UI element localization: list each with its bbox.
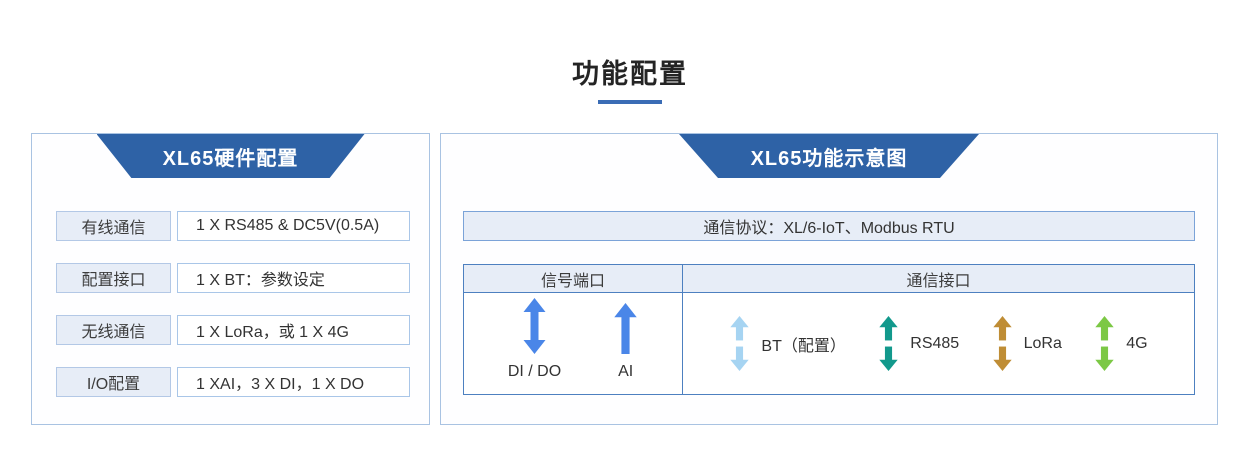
page-title: 功能配置	[572, 59, 688, 89]
protocol-bar: 通信协议：XL/6-IoT、Modbus RTU	[463, 211, 1195, 241]
config-row-value: 1 X LoRa，或 1 X 4G	[177, 315, 410, 345]
column-header-interfaces: 通信接口	[906, 272, 971, 290]
column-header-signal-ports: 信号端口	[464, 265, 683, 292]
config-row-wired: 有线通信 1 X RS485 & DC5V(0.5A)	[56, 211, 410, 241]
interface-item-4g: 4G	[1094, 316, 1148, 371]
config-row-label: 配置接口	[56, 263, 171, 293]
hardware-panel-title: XL65硬件配置	[162, 147, 299, 170]
table-body-row: DI / DO AI	[464, 293, 1194, 394]
protocol-text: 通信协议：XL/6-IoT、Modbus RTU	[703, 220, 955, 237]
config-row-config-interface: 配置接口 1 X BT：参数设定	[56, 263, 410, 293]
table-header-row: 信号端口 通信接口	[464, 265, 1194, 293]
signal-port-label: DI / DO	[507, 363, 562, 380]
signal-ports-cell: DI / DO AI	[464, 293, 683, 394]
function-panel-header: XL65功能示意图	[679, 134, 979, 178]
config-row-value: 1 XAI，3 X DI，1 X DO	[177, 367, 410, 397]
signal-port-label: AI	[618, 363, 634, 380]
hardware-config-panel: XL65硬件配置 有线通信 1 X RS485 & DC5V(0.5A) 配置接…	[31, 133, 430, 425]
function-diagram-panel: XL65功能示意图 通信协议：XL/6-IoT、Modbus RTU 信号端口 …	[440, 133, 1218, 425]
lora-split-double-arrow-icon	[992, 316, 1013, 371]
rs485-split-double-arrow-icon	[878, 316, 899, 371]
ai-up-arrow-icon	[613, 303, 638, 354]
config-row-value: 1 X RS485 & DC5V(0.5A)	[177, 211, 410, 241]
interface-label: RS485	[910, 334, 960, 352]
config-row-value: 1 X BT：参数设定	[177, 263, 410, 293]
hardware-config-rows: 有线通信 1 X RS485 & DC5V(0.5A) 配置接口 1 X BT：…	[32, 211, 429, 397]
config-row-label: I/O配置	[56, 367, 171, 397]
signal-port-item-di-do: DI / DO	[508, 298, 561, 381]
title-block: 功能配置	[0, 52, 1260, 104]
signal-port-item-ai: AI	[613, 303, 638, 381]
interface-item-bt: BT（配置）	[729, 316, 846, 371]
interface-label: LoRa	[1023, 334, 1062, 352]
signal-interface-table: 信号端口 通信接口 DI / DO	[463, 264, 1195, 395]
di-do-double-arrow-icon	[522, 298, 547, 354]
4g-split-double-arrow-icon	[1094, 316, 1115, 371]
hardware-panel-header: XL65硬件配置	[96, 134, 365, 178]
interface-item-lora: LoRa	[992, 316, 1062, 371]
interface-label: BT（配置）	[761, 337, 846, 355]
interface-label: 4G	[1126, 334, 1148, 352]
function-panel-title: XL65功能示意图	[750, 147, 908, 170]
config-row-io: I/O配置 1 XAI，3 X DI，1 X DO	[56, 367, 410, 397]
config-row-label: 有线通信	[56, 211, 171, 241]
config-row-wireless: 无线通信 1 X LoRa，或 1 X 4G	[56, 315, 410, 345]
interface-item-rs485: RS485	[878, 316, 959, 371]
config-row-label: 无线通信	[56, 315, 171, 345]
interfaces-cell: BT（配置） RS485	[683, 293, 1194, 394]
title-underline	[598, 100, 662, 104]
bt-split-double-arrow-icon	[729, 316, 750, 371]
